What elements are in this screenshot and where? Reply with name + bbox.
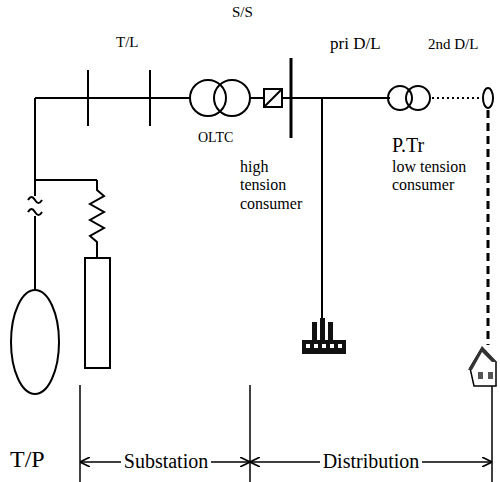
section-divider bbox=[249, 385, 251, 482]
house-icon bbox=[468, 346, 497, 386]
wire bbox=[282, 97, 290, 99]
breaker-symbol bbox=[264, 89, 282, 107]
transformer-coil bbox=[214, 80, 250, 116]
consumer-label: high tension consumer bbox=[240, 158, 316, 213]
resistor-tank bbox=[85, 258, 110, 368]
section-label: Substation bbox=[121, 450, 211, 473]
section-divider bbox=[79, 385, 81, 482]
secondary-distribution-line bbox=[432, 97, 482, 99]
resistor-symbol bbox=[90, 180, 104, 258]
substation-label: S/S bbox=[232, 4, 253, 21]
tower-mark bbox=[149, 70, 151, 126]
wire bbox=[34, 98, 36, 196]
transformer-coil bbox=[190, 80, 226, 116]
reactor-symbol bbox=[28, 209, 42, 215]
section-label: Distribution bbox=[320, 450, 423, 473]
device-label: P.Tr bbox=[392, 134, 424, 157]
service-drop bbox=[321, 98, 323, 322]
section-label: T/P bbox=[10, 446, 45, 474]
reactor-symbol bbox=[28, 197, 42, 203]
device-label: OLTC bbox=[198, 130, 233, 146]
primary-distribution-line bbox=[291, 97, 390, 99]
line-label: 2nd D/L bbox=[428, 36, 478, 53]
secondary-terminal bbox=[483, 88, 493, 108]
transmission-line bbox=[35, 97, 190, 99]
line-label: pri D/L bbox=[330, 34, 381, 54]
tower-mark bbox=[87, 70, 89, 126]
breaker-symbol bbox=[264, 89, 282, 107]
section-divider bbox=[491, 385, 493, 482]
wire bbox=[35, 179, 97, 181]
consumer-label: low tension consumer bbox=[392, 158, 468, 195]
transformer-coil bbox=[406, 86, 430, 110]
generator-symbol bbox=[11, 290, 59, 394]
line-label: T/L bbox=[116, 34, 139, 51]
factory-icon bbox=[302, 318, 346, 354]
service-drop bbox=[487, 110, 490, 345]
wire bbox=[34, 216, 36, 290]
wire bbox=[250, 97, 264, 99]
